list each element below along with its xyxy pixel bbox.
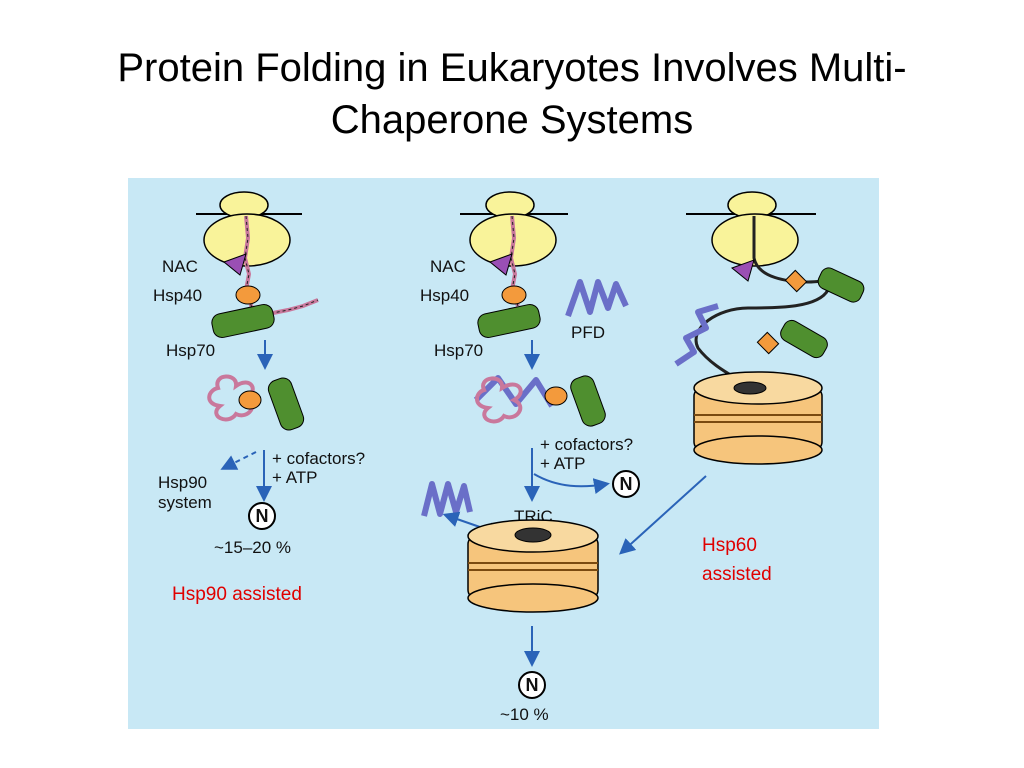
label-nac-middle: NAC: [430, 257, 466, 276]
yield-middle: ~10 %: [500, 705, 549, 724]
native-protein-middle: N: [612, 470, 640, 498]
pfd-shape-right: [674, 303, 719, 367]
hsp40-shape-right-2: [756, 331, 780, 355]
right-pathway: Hsp60 assisted: [619, 191, 865, 585]
hsp70-pfd-substrate-complex: [473, 375, 606, 427]
yield-left: ~15–20 %: [214, 538, 291, 557]
hsp90-assisted-label: Hsp90 assisted: [172, 584, 302, 605]
title-line-1: Protein Folding in Eukaryotes Involves M…: [117, 46, 907, 90]
label-hsp90-system-2: system: [158, 493, 212, 512]
hsp70-shape-left: [211, 303, 275, 339]
hsp40-shape-left: [235, 285, 261, 305]
tric-chaperonin: [467, 519, 599, 613]
nac-triangle-middle: [488, 253, 513, 276]
label-atp-left: + ATP: [272, 468, 318, 487]
hsp70-shape-middle: [477, 303, 541, 339]
hsp60-chaperonin: [693, 371, 823, 465]
title-line-2: Chaperone Systems: [330, 98, 694, 142]
label-hsp40-left: Hsp40: [153, 286, 202, 305]
native-label-middle: N: [620, 474, 633, 494]
label-atp-middle: + ATP: [540, 454, 586, 473]
arrow-right-to-tric: [619, 475, 707, 555]
arrow-left-hsp90: [220, 451, 257, 470]
nac-triangle-right: [730, 259, 755, 282]
slide-title: Protein Folding in Eukaryotes Involves M…: [0, 42, 1024, 146]
arrow-middle-native: [533, 473, 610, 494]
label-hsp70-middle: Hsp70: [434, 341, 483, 360]
label-hsp70-left: Hsp70: [166, 341, 215, 360]
nac-triangle-left: [222, 253, 247, 276]
middle-pathway: NAC Hsp40 PFD Hsp70 + cofactors? + ATP N…: [420, 191, 640, 724]
label-pfd: PFD: [571, 323, 605, 342]
hsp70-shape-right-1: [817, 267, 865, 303]
label-cofactors-left: + cofactors?: [272, 449, 365, 468]
hsp60-assisted-line-2: assisted: [702, 564, 772, 585]
hsp40-shape-middle: [501, 285, 527, 305]
hsp70-shape-right-2: [780, 319, 828, 359]
pfd-shape-middle: [565, 279, 629, 317]
hsp70-substrate-complex-left: [207, 374, 305, 431]
hsp60-assisted-line-1: Hsp60: [702, 535, 757, 556]
native-label-left: N: [256, 506, 269, 526]
label-nac-left: NAC: [162, 257, 198, 276]
left-pathway: NAC Hsp40 Hsp70 + cofactors? + ATP Hsp90…: [153, 191, 365, 605]
label-hsp90-system-1: Hsp90: [158, 473, 207, 492]
label-cofactors-middle: + cofactors?: [540, 435, 633, 454]
pfd-released: [421, 481, 473, 517]
native-label-bottom: N: [526, 675, 539, 695]
hsp40-shape-right-1: [784, 269, 808, 293]
chaperone-diagram-panel: NAC Hsp40 Hsp70 + cofactors? + ATP Hsp90…: [128, 178, 879, 729]
label-hsp40-middle: Hsp40: [420, 286, 469, 305]
native-protein-left: N: [248, 502, 276, 530]
native-protein-bottom: N: [518, 671, 546, 699]
